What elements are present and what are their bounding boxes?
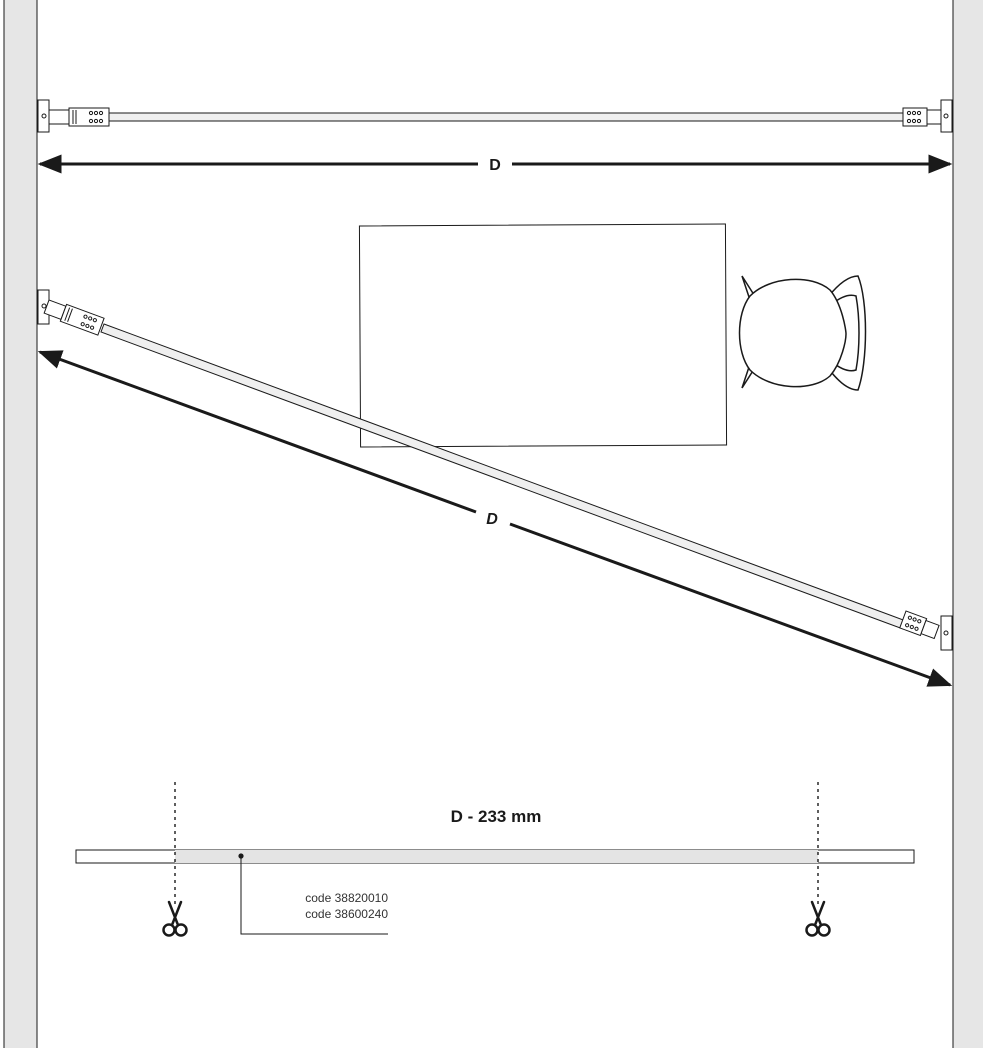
top-dimension-label: D	[489, 157, 501, 174]
top-dimension: D	[37, 154, 953, 174]
right-connector	[902, 107, 928, 127]
code-label-2: code 38600240	[305, 907, 388, 921]
diagonal-dimension: D	[37, 350, 953, 687]
cut-length-label: D - 233 mm	[451, 807, 542, 826]
scissors-icon-right	[805, 900, 831, 937]
code-label-1: code 38820010	[305, 891, 388, 905]
left-wall	[3, 0, 38, 1048]
horizontal-rod-assembly	[37, 99, 953, 133]
desk	[358, 223, 728, 448]
code-leader-line	[240, 856, 388, 935]
left-wall-bracket	[37, 99, 50, 133]
cut-diagram: D - 233 mm code 38820010 code 38600240	[75, 782, 915, 937]
right-diagonal-bracket	[940, 615, 953, 651]
left-end-cap	[48, 109, 70, 125]
diagonal-rod-assembly	[37, 289, 953, 651]
rod-cut-segment	[175, 850, 818, 863]
right-wall-bracket	[940, 99, 953, 133]
left-connector	[68, 107, 110, 127]
diagonal-dimension-label: D	[486, 511, 498, 528]
right-end-cap	[926, 109, 942, 125]
scissors-icon-left	[162, 900, 188, 937]
chair-icon	[738, 275, 867, 391]
horizontal-rod	[107, 112, 905, 122]
right-wall	[952, 0, 983, 1048]
